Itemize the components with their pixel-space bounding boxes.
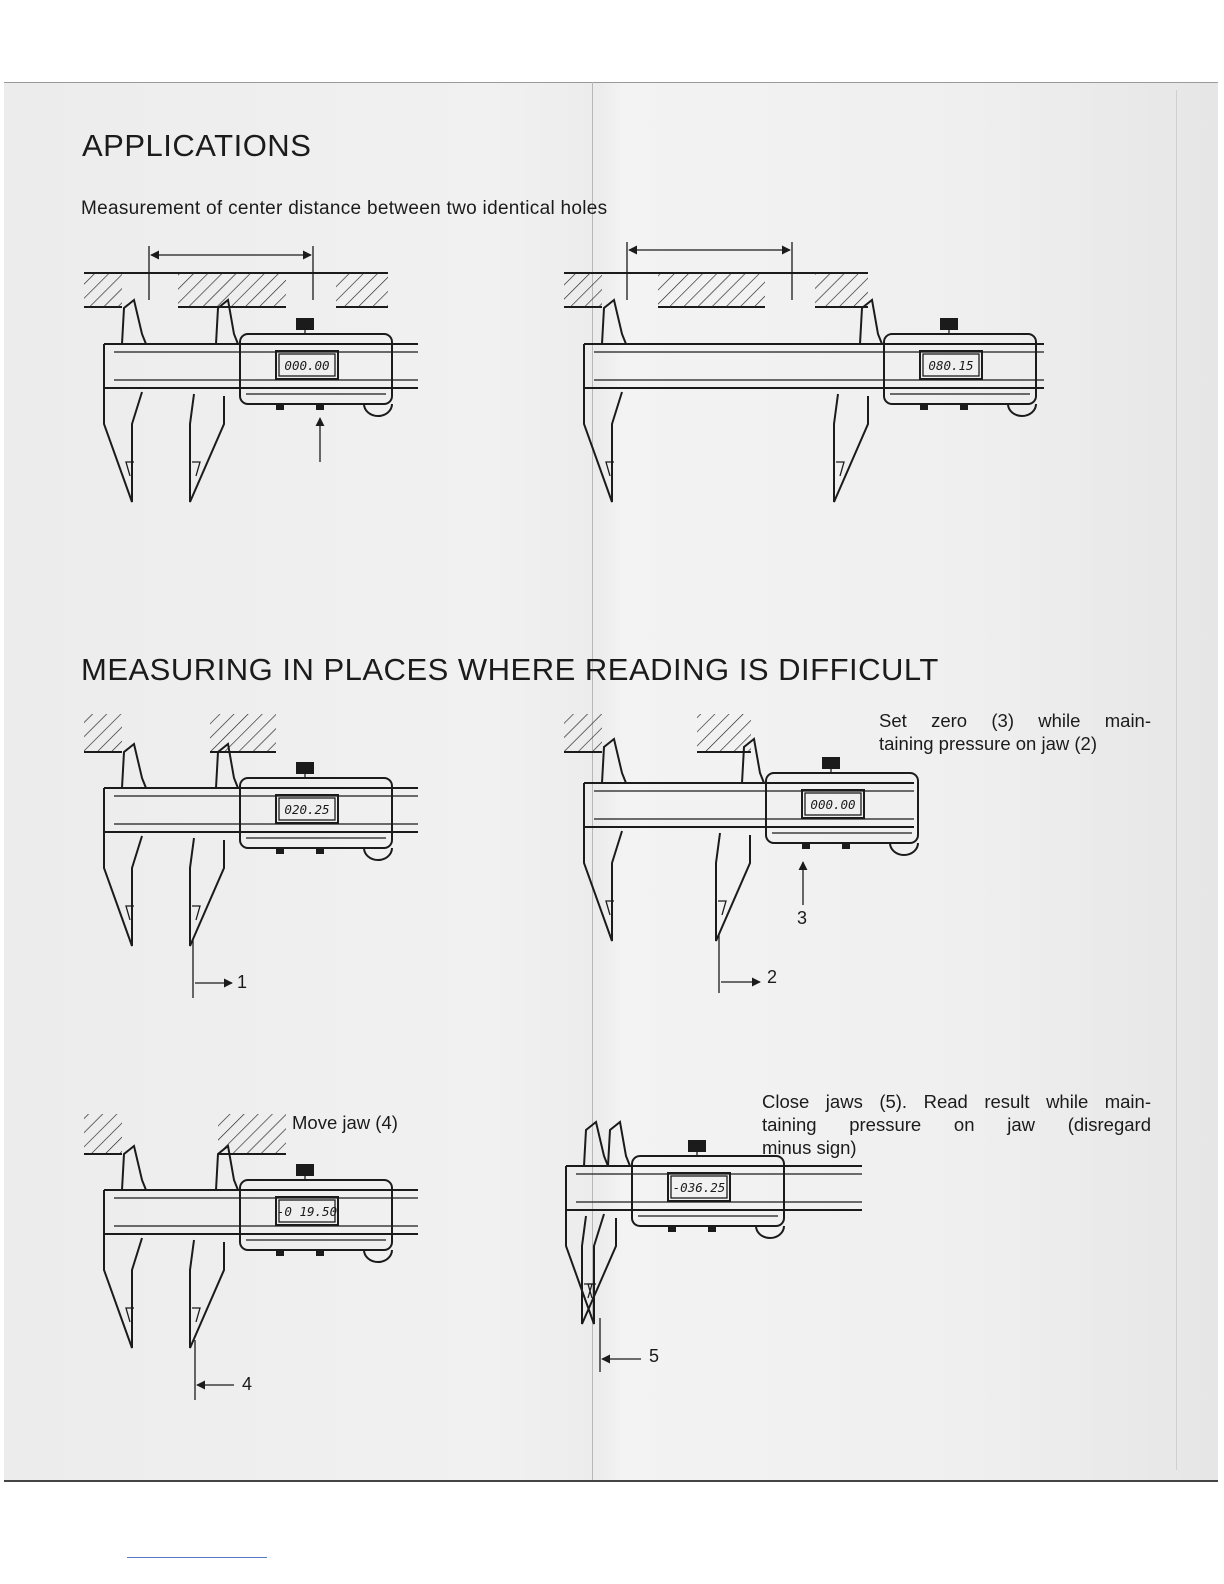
lcd-reading: -0 19.50: [277, 1204, 337, 1219]
fig-difficult-4: 5: [599, 1318, 659, 1372]
hatched-workpiece-icon: [84, 272, 388, 308]
digital-caliper-icon: -036.25: [565, 1120, 862, 1325]
lcd-reading: 020.25: [284, 802, 329, 817]
note-set-zero-line: taining pressure on jaw (2): [879, 733, 1097, 754]
dimension-arrow-icon: [148, 246, 314, 300]
fig-app-1: [84, 246, 388, 308]
lcd-reading: 080.15: [928, 358, 973, 373]
note-close-jaws: Close jaws (5). Read result while main- …: [762, 1090, 1151, 1159]
lcd-reading: 000.00: [810, 797, 855, 812]
lcd-reading: -036.25: [673, 1180, 726, 1195]
hatched-workpiece-icon: [564, 272, 868, 308]
note-move-jaw: Move jaw (4): [292, 1112, 398, 1133]
digital-caliper-icon: 000.00: [103, 298, 418, 503]
dimension-arrow-icon: [626, 242, 793, 300]
applications-subtitle: Measurement of center distance between t…: [81, 198, 608, 219]
note-close-jaws-line: minus sign): [762, 1137, 857, 1158]
digital-caliper-icon: 000.00: [583, 737, 919, 942]
digital-caliper-icon: 080.15: [583, 298, 1044, 503]
callout-5: 5: [649, 1346, 659, 1366]
hatched-workpiece-icon: [564, 714, 751, 753]
manual-page: [4, 82, 1218, 1481]
fig-difficult-2: 2 3: [564, 714, 808, 993]
note-close-jaws-line: Close jaws (5). Read result while main-: [762, 1091, 1151, 1112]
page-fold-crease: [592, 82, 593, 1480]
difficult-heading: MEASURING IN PLACES WHERE READING IS DIF…: [81, 652, 939, 687]
lcd-reading: 000.00: [284, 358, 329, 373]
hatched-workpiece-icon: [84, 1114, 286, 1155]
callout-1: 1: [237, 972, 247, 992]
note-set-zero: Set zero (3) while main- taining pressur…: [879, 709, 1151, 755]
note-close-jaws-line: taining pressure on jaw (disregard: [762, 1114, 1151, 1135]
calipers: 000.00 080.15 020.25 000.00 -0 19.50 -036.25: [103, 298, 1044, 1349]
callout-4: 4: [242, 1374, 252, 1394]
callout-3: 3: [797, 908, 807, 928]
fig-app-2: [564, 242, 868, 308]
page-fold-edge: [1176, 90, 1177, 1470]
note-set-zero-line: Set zero (3) while main-: [879, 710, 1151, 731]
hatched-workpiece-icon: [84, 714, 276, 753]
callout-2: 2: [767, 967, 777, 987]
page-bottom-edge: [4, 1480, 1218, 1482]
fig-difficult-3: 4: [84, 1114, 286, 1400]
digital-caliper-icon: 020.25: [103, 742, 418, 947]
digital-caliper-icon: -0 19.50: [103, 1144, 418, 1349]
applications-heading: APPLICATIONS: [82, 128, 312, 163]
fig-difficult-1: 1: [84, 714, 276, 998]
footer-rule: [127, 1557, 267, 1558]
